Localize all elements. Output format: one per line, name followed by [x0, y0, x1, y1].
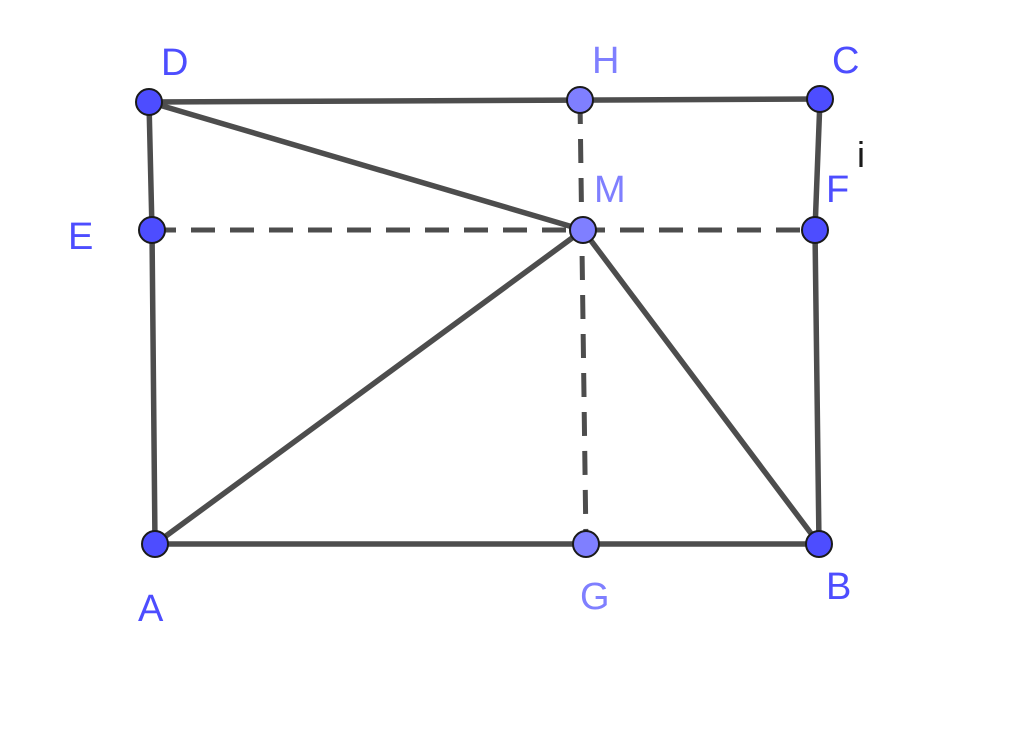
label-H: H [592, 40, 619, 82]
point-M [569, 216, 597, 244]
segment-EA [149, 227, 158, 547]
segment-AM [152, 227, 586, 547]
label-D: D [161, 42, 188, 84]
point-A [141, 530, 169, 558]
segment-DM [146, 99, 586, 233]
point-F [801, 216, 829, 244]
label-C: C [832, 40, 859, 82]
segment-DE [146, 99, 155, 233]
segment-DC [146, 96, 823, 105]
point-E [138, 216, 166, 244]
segment-HG [577, 99, 589, 545]
point-H [566, 86, 594, 114]
point-G [572, 530, 600, 558]
label-B: B [826, 566, 851, 608]
point-D [135, 88, 163, 116]
label-A: A [138, 588, 164, 630]
label-F: F [826, 169, 849, 211]
segment-CF [812, 96, 823, 233]
point-B [805, 530, 833, 558]
label-i: i [857, 134, 865, 175]
label-M: M [594, 169, 626, 211]
label-G: G [580, 576, 610, 618]
segment-FB [812, 227, 822, 547]
point-C [806, 85, 834, 113]
segment-BM [580, 227, 822, 547]
label-E: E [68, 216, 93, 258]
